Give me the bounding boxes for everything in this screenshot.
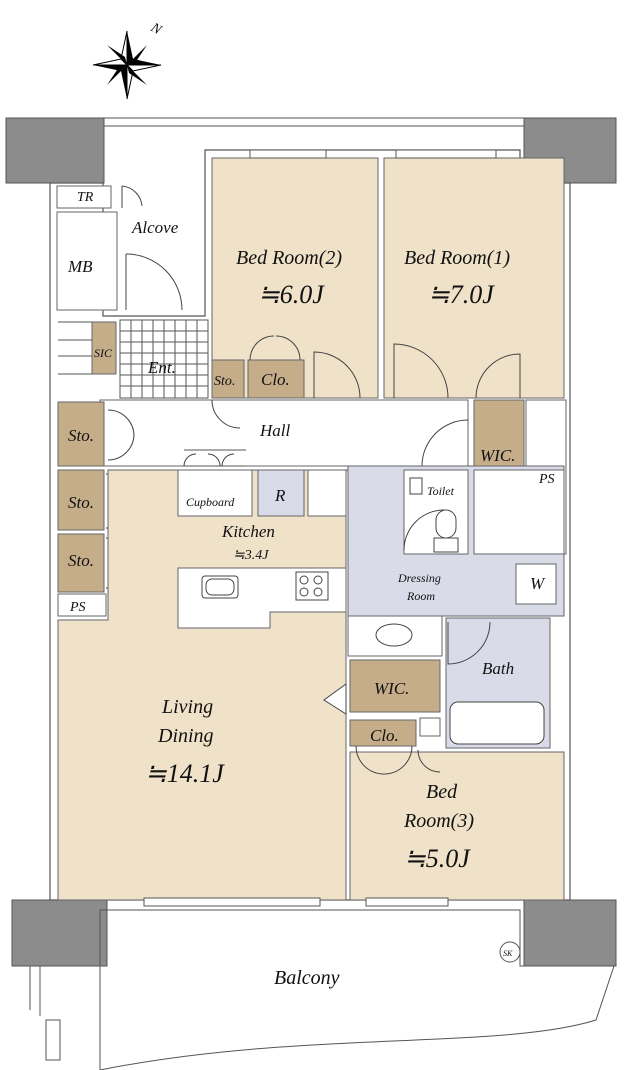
hall-label: Hall — [259, 421, 291, 440]
walk-in-closet-mid — [349, 659, 441, 713]
clo-bed3-label: Clo. — [370, 726, 399, 745]
trunk-room — [56, 185, 112, 209]
kitchen-label: Kitchen — [221, 522, 275, 541]
dressing-label-2: Room — [406, 589, 435, 603]
meter-box — [56, 211, 118, 311]
closet-bed2 — [247, 359, 305, 399]
bed3-size: ≒5.0J — [404, 844, 471, 873]
sto-left-1-label: Sto. — [68, 426, 94, 445]
mb-label: MB — [67, 257, 93, 276]
bedroom-1 — [383, 157, 565, 399]
bed1-name: Bed Room(1) — [404, 247, 510, 269]
balcony-label: Balcony — [274, 967, 340, 989]
fridge-label: R — [274, 486, 286, 505]
entrance-marker — [323, 683, 347, 715]
shoe-closet — [91, 321, 117, 375]
sto-bed2-label: Sto. — [214, 374, 235, 389]
alcove-label: Alcove — [131, 218, 179, 237]
storage-left-3 — [57, 533, 105, 593]
sto-left-2-label: Sto. — [68, 493, 94, 512]
sto-left-3-label: Sto. — [68, 551, 94, 570]
tr-label: TR — [77, 190, 94, 205]
bedroom-3 — [349, 751, 565, 901]
entrance-tiles — [119, 319, 209, 399]
living-name-2: Dining — [157, 725, 214, 747]
storage-left-1 — [57, 401, 105, 467]
washer-label: W — [530, 574, 546, 593]
closet-bed3 — [349, 719, 417, 747]
washer-space — [515, 563, 557, 605]
north-label: N — [147, 20, 164, 38]
structural-pillar — [5, 117, 105, 184]
ps-left-label: PS — [69, 600, 86, 615]
sk-drain-icon — [499, 941, 521, 963]
fridge-space — [257, 469, 305, 517]
structural-pillar — [11, 899, 108, 967]
sic-label: SIC — [94, 346, 113, 360]
stove-icon — [295, 571, 329, 601]
structural-pillar — [523, 117, 617, 184]
toilet-label: Toilet — [427, 484, 455, 498]
wic-mid-label: WIC. — [374, 679, 409, 698]
bath-label: Bath — [482, 659, 514, 678]
bed2-size: ≒6.0J — [258, 280, 325, 309]
ps-right-label: PS — [538, 472, 555, 487]
bed2-name: Bed Room(2) — [236, 247, 342, 269]
cupboard-label: Cupboard — [186, 495, 235, 509]
cupboard — [177, 469, 253, 517]
dressing-label-1: Dressing — [397, 571, 441, 585]
hall — [99, 399, 469, 467]
bed3-name-2: Room(3) — [403, 810, 474, 832]
storage-left-2 — [57, 469, 105, 531]
ent-label: Ent. — [147, 358, 176, 377]
structural-pillar — [523, 899, 617, 967]
living-name-1: Living — [161, 696, 213, 718]
pipe-space-left — [57, 593, 107, 617]
kitchen-size: ≒3.4J — [233, 548, 269, 563]
bed1-size: ≒7.0J — [428, 280, 495, 309]
clo-bed2-label: Clo. — [261, 370, 290, 389]
wic-hall-label: WIC. — [480, 446, 515, 465]
compass-rose-icon — [92, 30, 162, 100]
storage-bed2 — [211, 359, 245, 399]
bed3-name-1: Bed — [426, 781, 458, 803]
sk-label: SK — [503, 949, 513, 958]
living-size: ≒14.1J — [145, 759, 225, 788]
